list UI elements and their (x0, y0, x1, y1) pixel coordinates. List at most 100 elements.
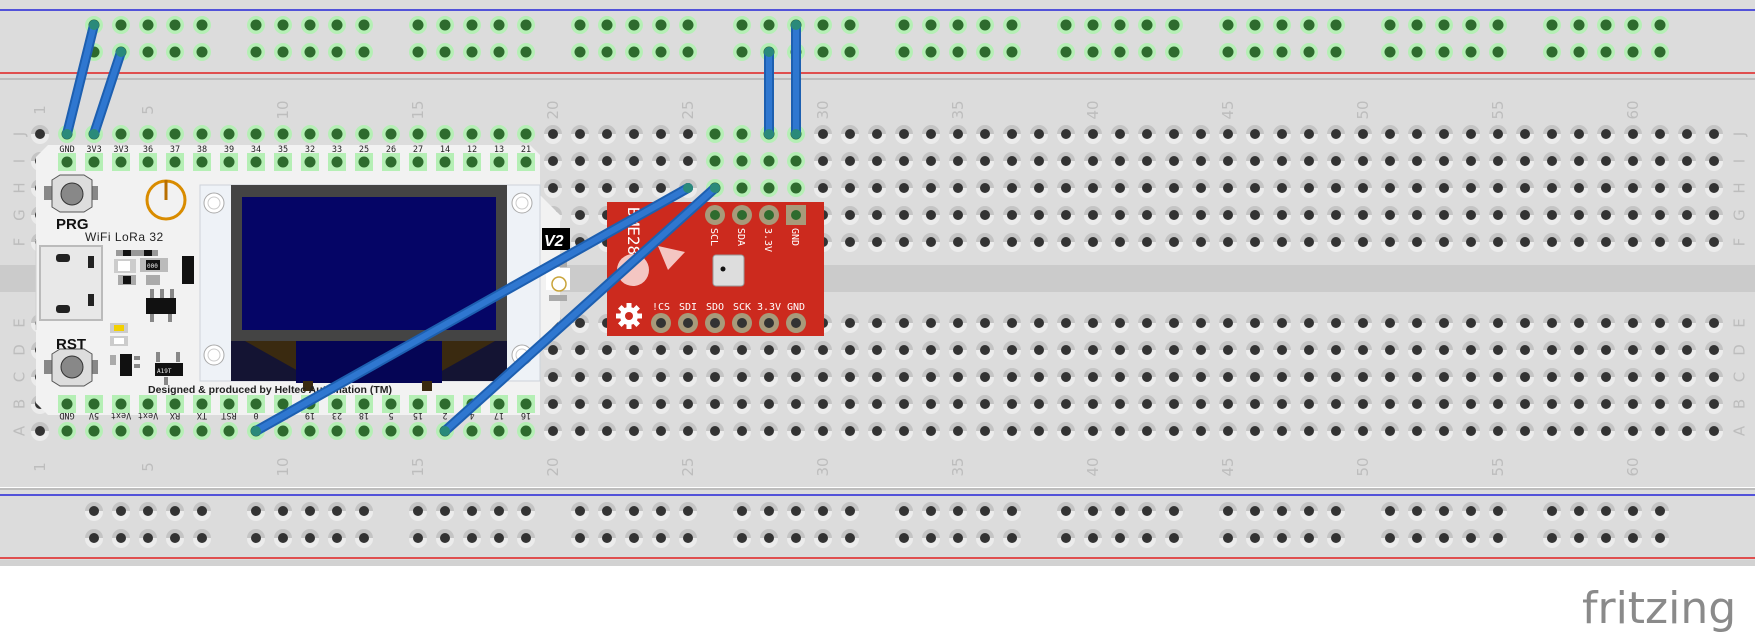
breadboard-hole-B20[interactable] (544, 395, 562, 414)
breadboard-hole-H58[interactable] (1570, 179, 1588, 198)
breadboard-hole-G51[interactable] (1381, 206, 1399, 225)
rail-hole[interactable] (490, 16, 508, 34)
breadboard-hole-G39[interactable] (1057, 206, 1075, 225)
breadboard-hole-J6[interactable] (166, 125, 184, 143)
breadboard-hole-C42[interactable] (1138, 368, 1156, 387)
breadboard-hole-A20[interactable] (544, 422, 562, 441)
breadboard-hole-C44[interactable] (1192, 368, 1210, 387)
wire-end[interactable] (89, 129, 99, 139)
breadboard-hole-B27[interactable] (733, 395, 751, 414)
breadboard-hole-I44[interactable] (1192, 152, 1210, 171)
rail-hole[interactable] (625, 16, 643, 34)
breadboard-hole-E63[interactable] (1705, 314, 1723, 333)
rail-hole[interactable] (1165, 529, 1183, 548)
breadboard-hole-F48[interactable] (1300, 233, 1318, 252)
rail-hole[interactable] (1138, 16, 1156, 34)
breadboard-hole-H36[interactable] (976, 179, 994, 198)
rail-hole[interactable] (976, 16, 994, 34)
rail-hole[interactable] (1408, 16, 1426, 34)
board-pin[interactable] (139, 153, 157, 171)
breadboard-hole-D24[interactable] (652, 341, 670, 360)
rail-hole[interactable] (814, 16, 832, 34)
breadboard-hole-H61[interactable] (1651, 179, 1669, 198)
rail-hole[interactable] (1246, 16, 1264, 34)
breadboard-hole-G57[interactable] (1543, 206, 1561, 225)
breadboard-hole-H62[interactable] (1678, 179, 1696, 198)
wire-end[interactable] (62, 129, 72, 139)
breadboard-hole-A15[interactable] (409, 422, 427, 440)
rail-hole[interactable] (1462, 16, 1480, 34)
board-pin[interactable] (58, 153, 76, 171)
breadboard-hole-A4[interactable] (112, 422, 130, 440)
breadboard-hole-E46[interactable] (1246, 314, 1264, 333)
wire-end[interactable] (710, 183, 720, 193)
board-pin[interactable] (328, 395, 346, 413)
board-pin[interactable] (436, 153, 454, 171)
breadboard-hole-A37[interactable] (1003, 422, 1021, 441)
breadboard-hole-H32[interactable] (868, 179, 886, 198)
breadboard-hole-D57[interactable] (1543, 341, 1561, 360)
breadboard-hole-E61[interactable] (1651, 314, 1669, 333)
breadboard-hole-D27[interactable] (733, 341, 751, 360)
breadboard-hole-H60[interactable] (1624, 179, 1642, 198)
breadboard-hole-I37[interactable] (1003, 152, 1021, 171)
rail-hole[interactable] (301, 502, 319, 521)
breadboard-hole-I22[interactable] (598, 152, 616, 171)
breadboard-hole-B63[interactable] (1705, 395, 1723, 414)
breadboard-hole-D38[interactable] (1030, 341, 1048, 360)
breadboard-hole-I52[interactable] (1408, 152, 1426, 171)
board-pin[interactable] (382, 395, 400, 413)
breadboard-hole-C47[interactable] (1273, 368, 1291, 387)
breadboard-hole-A7[interactable] (193, 422, 211, 440)
rail-hole[interactable] (355, 529, 373, 548)
breadboard-hole-I61[interactable] (1651, 152, 1669, 171)
breadboard-hole-H55[interactable] (1489, 179, 1507, 198)
rail-hole[interactable] (922, 529, 940, 548)
breadboard-hole-D35[interactable] (949, 341, 967, 360)
breadboard-hole-C39[interactable] (1057, 368, 1075, 387)
breadboard-hole-C30[interactable] (814, 368, 832, 387)
breadboard-hole-J54[interactable] (1462, 125, 1480, 144)
breadboard-hole-C28[interactable] (760, 368, 778, 387)
breadboard-hole-A36[interactable] (976, 422, 994, 441)
breadboard-hole-C27[interactable] (733, 368, 751, 387)
rail-hole[interactable] (1300, 16, 1318, 34)
breadboard-hole-E47[interactable] (1273, 314, 1291, 333)
breadboard-hole-G38[interactable] (1030, 206, 1048, 225)
rail-hole[interactable] (166, 43, 184, 61)
rail-hole[interactable] (1543, 16, 1561, 34)
board-pin[interactable] (220, 153, 238, 171)
board-pin[interactable] (166, 153, 184, 171)
breadboard-hole-E51[interactable] (1381, 314, 1399, 333)
breadboard-hole-H63[interactable] (1705, 179, 1723, 198)
rail-hole[interactable] (193, 502, 211, 521)
breadboard-hole-A11[interactable] (301, 422, 319, 440)
breadboard-hole-B45[interactable] (1219, 395, 1237, 414)
breadboard-hole-D58[interactable] (1570, 341, 1588, 360)
breadboard-hole-H29[interactable] (787, 179, 805, 197)
board-pin[interactable] (274, 153, 292, 171)
sensor-pin[interactable] (786, 313, 806, 333)
breadboard-hole-J48[interactable] (1300, 125, 1318, 144)
wire-end[interactable] (791, 20, 801, 30)
rail-hole[interactable] (1570, 502, 1588, 521)
rail-hole[interactable] (193, 43, 211, 61)
breadboard-hole-F59[interactable] (1597, 233, 1615, 252)
breadboard-hole-H44[interactable] (1192, 179, 1210, 198)
rail-hole[interactable] (1651, 502, 1669, 521)
rail-hole[interactable] (895, 529, 913, 548)
breadboard-hole-I43[interactable] (1165, 152, 1183, 171)
rail-hole[interactable] (922, 43, 940, 61)
rail-hole[interactable] (1381, 43, 1399, 61)
rail-hole[interactable] (1273, 529, 1291, 548)
breadboard-hole-J41[interactable] (1111, 125, 1129, 144)
breadboard-hole-B32[interactable] (868, 395, 886, 414)
breadboard-hole-E38[interactable] (1030, 314, 1048, 333)
rail-hole[interactable] (1273, 502, 1291, 521)
breadboard-hole-A3[interactable] (85, 422, 103, 440)
board-pin[interactable] (139, 395, 157, 413)
breadboard-hole-B55[interactable] (1489, 395, 1507, 414)
breadboard-hole-B53[interactable] (1435, 395, 1453, 414)
wire-end[interactable] (791, 129, 801, 139)
breadboard-hole-C56[interactable] (1516, 368, 1534, 387)
